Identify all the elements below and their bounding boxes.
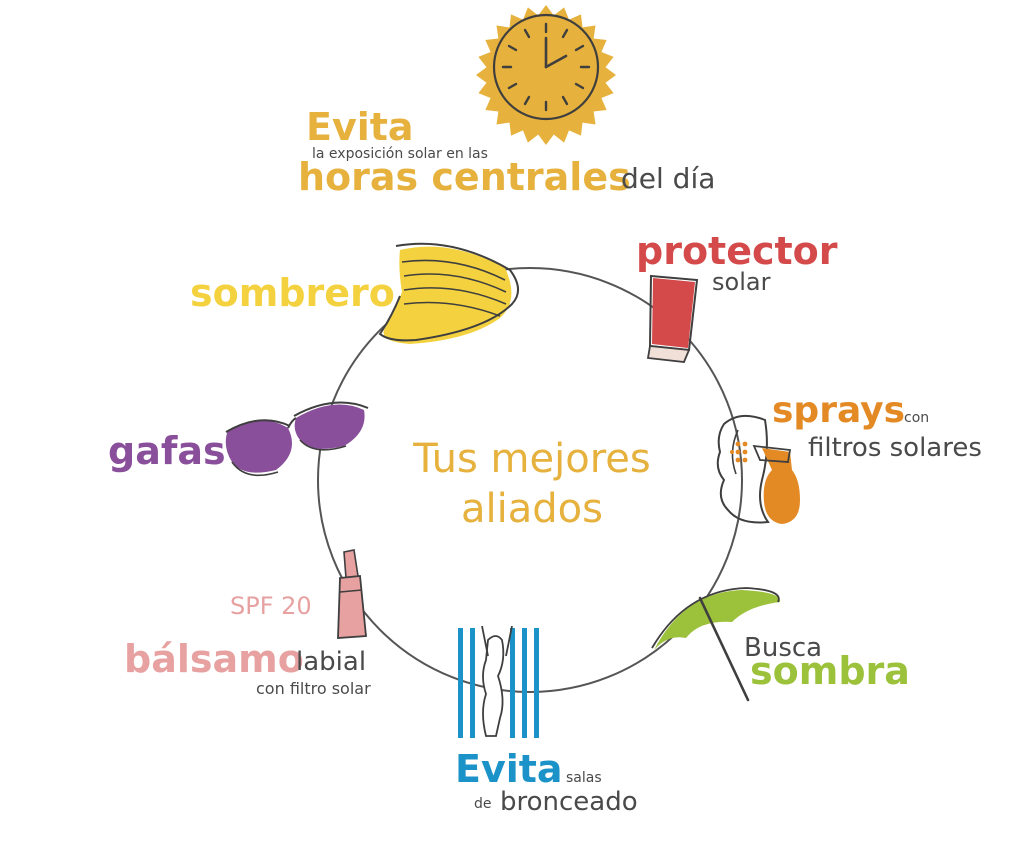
sunglasses-icon (225, 401, 369, 477)
lipbalm-sub: con filtro solar (256, 679, 371, 698)
tanning-small2: de (474, 796, 492, 812)
hat-word: sombrero (190, 271, 395, 315)
center-title-line2: aliados (461, 486, 603, 532)
shade-word: sombra (750, 649, 910, 693)
clock-icon (476, 5, 616, 145)
cycle-ring (317, 267, 743, 693)
tanning-small: salas (566, 770, 602, 786)
lipbalm-tail: labial (296, 647, 366, 677)
spray-sub: filtros solares (808, 433, 982, 463)
hours-tail: del día (621, 162, 715, 195)
tanning-bed-icon (458, 625, 539, 738)
hours-big: horas centrales (298, 155, 631, 199)
sun-hat-icon (378, 242, 519, 344)
center-title-line1: Tus mejores (412, 436, 650, 482)
beach-umbrella-icon (651, 587, 781, 702)
lipbalm-word: bálsamo (124, 637, 304, 681)
face-spray-icon (716, 414, 800, 524)
sunscreen-tube-icon (646, 274, 699, 363)
hours-word: Evita (306, 105, 414, 149)
tanning-word: Evita (455, 747, 563, 791)
shade-pre: Busca (744, 633, 822, 663)
lipbalm-spf: SPF 20 (230, 592, 312, 620)
hours-small: la exposición solar en las (312, 146, 488, 162)
lip-balm-icon (337, 549, 367, 639)
sunscreen-sub: solar (712, 268, 771, 296)
tanning-sub: bronceado (500, 787, 638, 817)
sunscreen-word: protector (636, 229, 838, 273)
glasses-word: gafas (108, 429, 226, 473)
spray-small: con (904, 410, 929, 426)
spray-word: sprays (772, 390, 905, 431)
